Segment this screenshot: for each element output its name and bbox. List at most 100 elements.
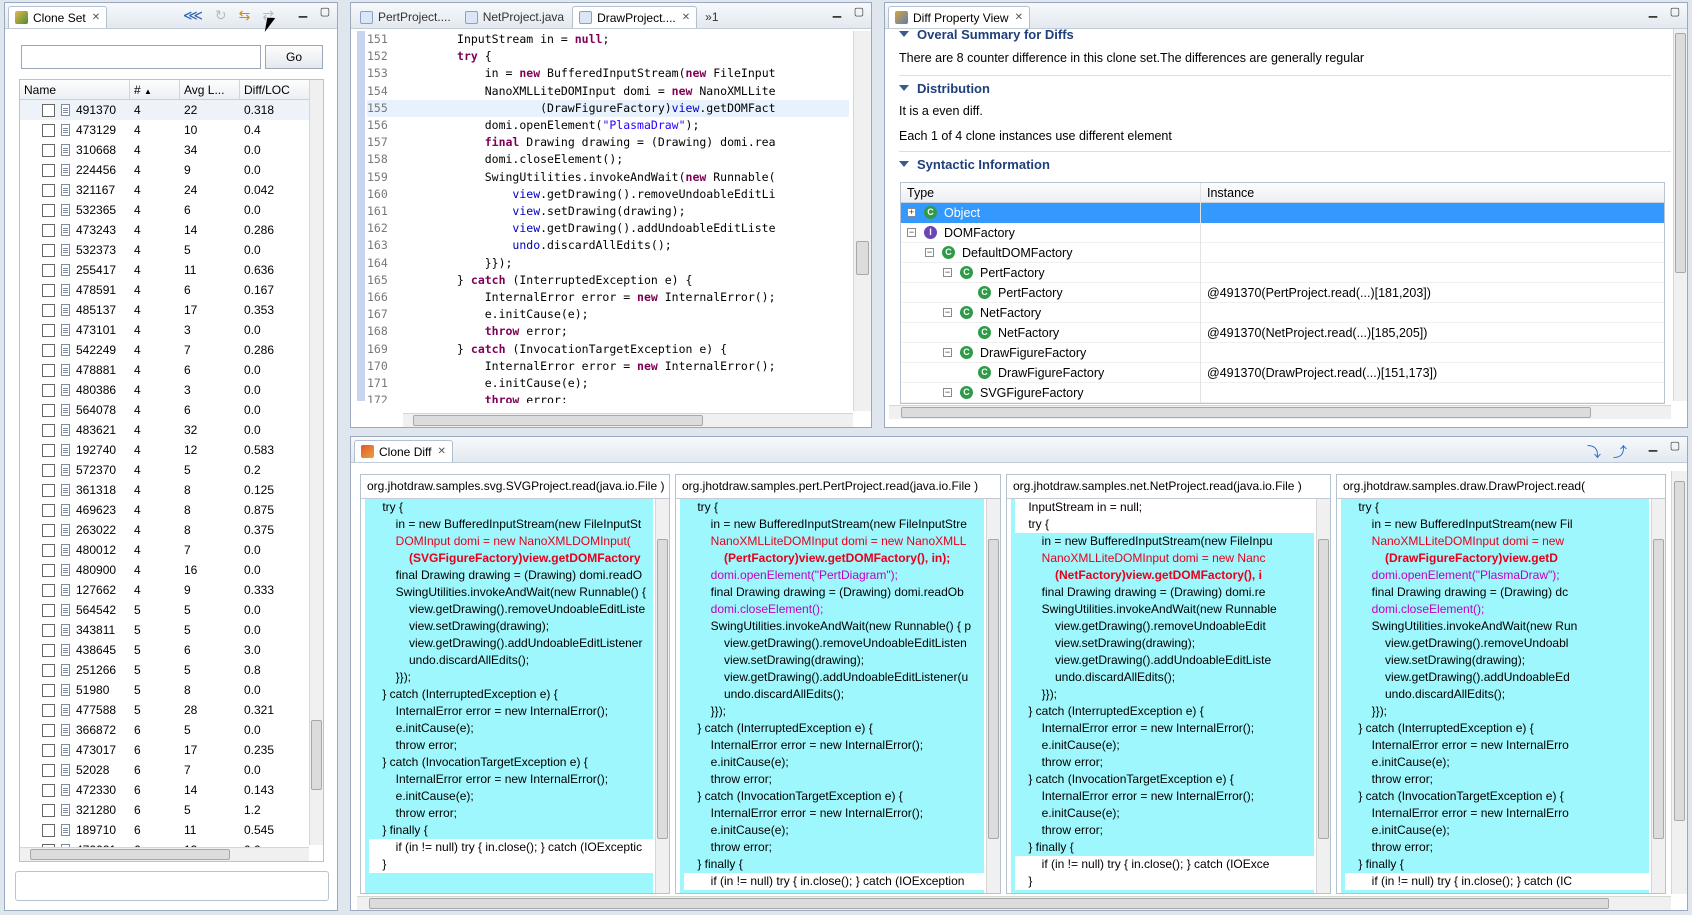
row-checkbox[interactable] bbox=[42, 263, 55, 277]
tab-net-project[interactable]: NetProject.java bbox=[459, 6, 570, 28]
row-checkbox[interactable] bbox=[42, 603, 55, 617]
row-checkbox[interactable] bbox=[42, 443, 55, 457]
minimize-icon[interactable]: ▁ bbox=[298, 6, 308, 18]
table-horizontal-scrollbar[interactable] bbox=[20, 847, 309, 861]
row-checkbox[interactable] bbox=[42, 203, 55, 217]
col-type[interactable]: Type bbox=[901, 183, 1201, 203]
maximize-icon[interactable]: ▢ bbox=[319, 6, 331, 18]
previous-diff-icon[interactable]: ⤴ bbox=[1613, 444, 1627, 460]
col-count[interactable]: # ▲ bbox=[130, 80, 180, 99]
col-diff-loc[interactable]: Diff/LOC bbox=[240, 80, 310, 99]
clone-diff-horizontal-scrollbar[interactable] bbox=[357, 896, 1671, 910]
diff-column-scrollbar[interactable] bbox=[986, 499, 1000, 893]
scroll-thumb[interactable] bbox=[856, 241, 869, 275]
tab-clone-diff[interactable]: Clone Diff ✕ bbox=[354, 440, 453, 462]
row-checkbox[interactable] bbox=[42, 223, 55, 237]
scroll-thumb[interactable] bbox=[311, 720, 322, 790]
row-checkbox[interactable] bbox=[42, 183, 55, 197]
tab-clone-set[interactable]: Clone Set ✕ bbox=[8, 6, 108, 28]
close-icon[interactable]: ✕ bbox=[91, 12, 101, 23]
sync-icon[interactable]: ⇆ bbox=[238, 7, 251, 23]
maximize-icon[interactable]: ▢ bbox=[1669, 6, 1681, 18]
clone-diff-vertical-scrollbar[interactable] bbox=[1671, 471, 1687, 894]
close-icon[interactable]: ✕ bbox=[437, 446, 446, 457]
diff-column-scrollbar[interactable] bbox=[655, 499, 669, 893]
expand-toggle-icon[interactable]: − bbox=[943, 387, 952, 397]
property-vertical-scrollbar[interactable] bbox=[1673, 29, 1687, 401]
row-checkbox[interactable] bbox=[42, 163, 55, 177]
row-checkbox[interactable] bbox=[42, 123, 55, 137]
property-horizontal-scrollbar[interactable] bbox=[889, 405, 1671, 419]
row-checkbox[interactable] bbox=[42, 723, 55, 737]
expand-toggle-icon[interactable]: − bbox=[925, 247, 934, 257]
row-checkbox[interactable] bbox=[42, 783, 55, 797]
refresh-icon[interactable]: ↻ bbox=[214, 7, 227, 23]
row-checkbox[interactable] bbox=[42, 103, 55, 117]
expand-toggle-icon[interactable]: + bbox=[907, 207, 916, 217]
expand-toggle-icon[interactable]: − bbox=[943, 307, 952, 317]
next-diff-icon[interactable]: ⤵ bbox=[1587, 444, 1601, 460]
row-checkbox[interactable] bbox=[42, 323, 55, 337]
row-checkbox[interactable] bbox=[42, 683, 55, 697]
row-checkbox[interactable] bbox=[42, 623, 55, 637]
close-icon[interactable]: ✕ bbox=[1014, 12, 1023, 23]
tab-diff-property[interactable]: Diff Property View ✕ bbox=[888, 6, 1030, 28]
row-checkbox[interactable] bbox=[42, 743, 55, 757]
tab-pert-project[interactable]: PertProject.... bbox=[354, 6, 457, 28]
row-checkbox[interactable] bbox=[42, 463, 55, 477]
row-checkbox[interactable] bbox=[42, 303, 55, 317]
search-input[interactable] bbox=[21, 45, 261, 69]
minimize-icon[interactable]: ▁ bbox=[1648, 440, 1658, 452]
scroll-thumb[interactable] bbox=[413, 415, 703, 426]
row-checkbox[interactable] bbox=[42, 583, 55, 597]
minimize-icon[interactable]: ▁ bbox=[1648, 6, 1658, 18]
expand-toggle-icon[interactable]: − bbox=[943, 267, 952, 277]
row-checkbox[interactable] bbox=[42, 243, 55, 257]
maximize-icon[interactable]: ▢ bbox=[853, 6, 865, 18]
editor-vertical-scrollbar[interactable] bbox=[853, 31, 871, 411]
scroll-thumb[interactable] bbox=[988, 539, 999, 839]
diff-column-scrollbar[interactable] bbox=[1651, 499, 1665, 893]
scroll-thumb[interactable] bbox=[1675, 33, 1686, 273]
expand-toggle-icon[interactable]: − bbox=[907, 227, 916, 237]
col-avg-length[interactable]: Avg L... bbox=[180, 80, 240, 99]
row-checkbox[interactable] bbox=[42, 703, 55, 717]
section-syntactic-information[interactable]: Syntactic Information bbox=[885, 152, 1671, 176]
scroll-thumb[interactable] bbox=[657, 539, 668, 839]
editor-horizontal-scrollbar[interactable] bbox=[403, 413, 853, 427]
diff-code[interactable]: try { in = new BufferedInputStream(new F… bbox=[1341, 499, 1649, 893]
scroll-thumb[interactable] bbox=[1318, 539, 1329, 839]
